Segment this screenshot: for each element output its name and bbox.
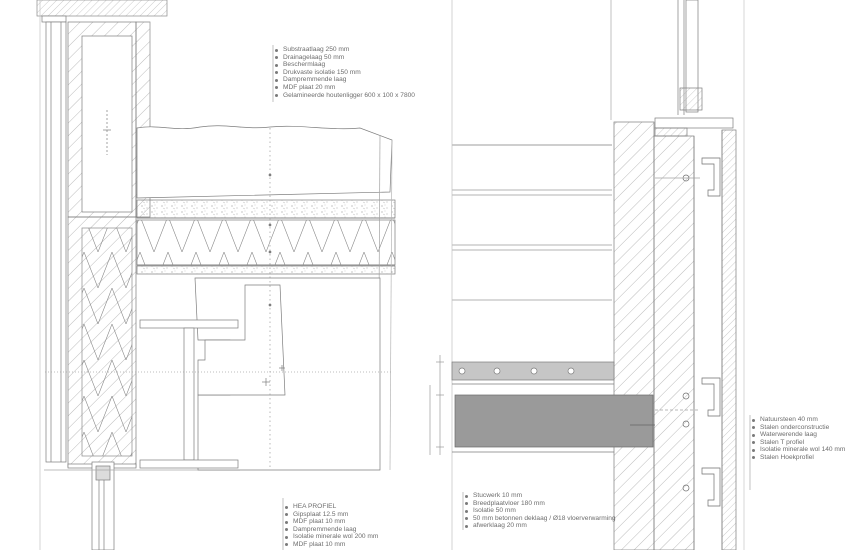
legend-item: HEA PROFIEL [284, 503, 378, 511]
legend-item: Gipsplaat 12.5 mm [284, 511, 378, 519]
right-detail [429, 0, 745, 550]
leader-lines [272, 45, 751, 550]
legend-item: Stalen T profiel [751, 439, 845, 447]
legend-item: Drukvaste isolatie 150 mm [274, 69, 415, 77]
legend-item: Breedplaatvloer 180 mm [464, 500, 616, 508]
legend-item: MDF plaat 10 mm [284, 518, 378, 526]
legend-item: Stalen Hoekprofiel [751, 454, 845, 462]
legend-item: Dampremmende laag [274, 76, 415, 84]
legend-item: Substraatlaag 250 mm [274, 46, 415, 54]
roof-legend: Substraatlaag 250 mm Drainagelaag 50 mm … [274, 46, 415, 99]
floor-legend: Stucwerk 10 mm Breedplaatvloer 180 mm Is… [464, 492, 616, 530]
legend-item: afwerklaag 20 mm [464, 522, 616, 530]
legend-item: Waterwerende laag [751, 431, 845, 439]
legend-item: Drainagelaag 50 mm [274, 54, 415, 62]
legend-item: Gelamineerde houtenligger 600 x 100 x 78… [274, 92, 415, 100]
legend-item: Stalen onderconstructie [751, 424, 845, 432]
wall-legend: HEA PROFIEL Gipsplaat 12.5 mm MDF plaat … [284, 503, 378, 549]
legend-item: Isolatie minerale wol 200 mm [284, 533, 378, 541]
left-wall [36, 0, 240, 550]
legend-item: MDF plaat 20 mm [274, 84, 415, 92]
legend-item: Natuursteen 40 mm [751, 416, 845, 424]
legend-item: Dampremmende laag [284, 526, 378, 534]
legend-item: MDF plaat 10 mm [284, 541, 378, 549]
facade-legend: Natuursteen 40 mm Stalen onderconstructi… [751, 416, 845, 462]
legend-item: Isolatie 50 mm [464, 507, 616, 515]
legend-item: Stucwerk 10 mm [464, 492, 616, 500]
legend-item: 50 mm betonnen deklaag / Ø18 vloerverwar… [464, 515, 616, 523]
legend-item: Isolatie minerale wol 140 mm [751, 446, 845, 454]
legend-item: Beschermlaag [274, 61, 415, 69]
roof-buildup [45, 125, 396, 471]
